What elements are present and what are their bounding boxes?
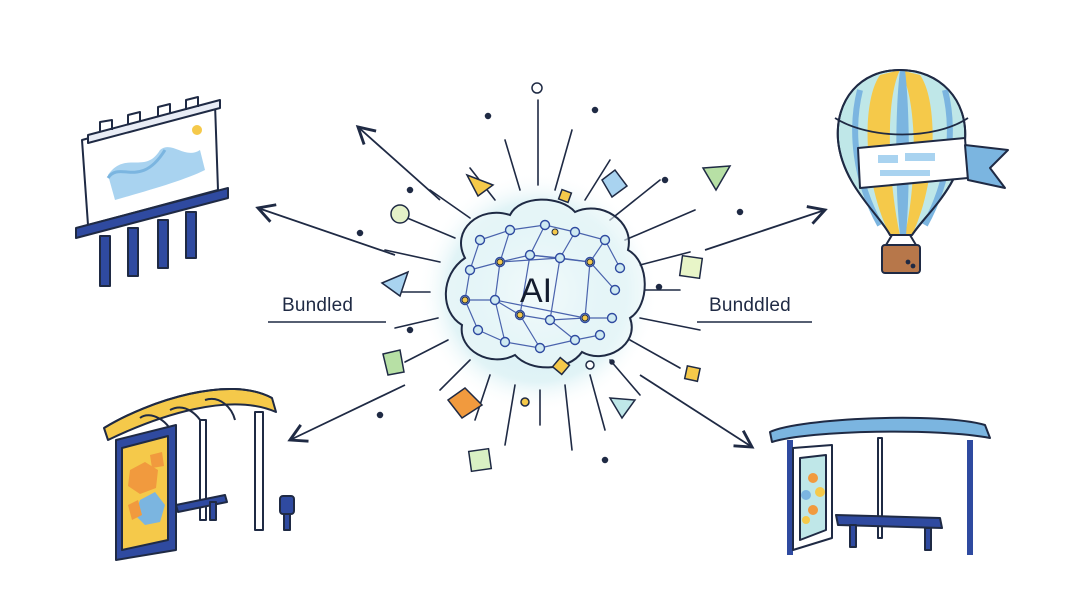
bundled-label-right: Bunddled: [709, 295, 791, 316]
arrow-down-left: [287, 384, 406, 443]
brain-network-icon: [444, 198, 646, 369]
floating-particles: [356, 82, 744, 473]
bus-shelter-yellow-icon: [103, 387, 295, 561]
bus-shelter-blue-icon: [769, 416, 991, 555]
arrows: [255, 125, 828, 449]
billboard-icon: [75, 96, 229, 287]
hot-air-balloon-icon: [834, 69, 1009, 274]
arrow-up-left: [355, 125, 441, 201]
arrow-left: [255, 203, 396, 256]
bundled-label-left: Bundled: [282, 295, 354, 316]
burst-rays: [384, 99, 701, 451]
arrow-right: [704, 205, 828, 251]
ai-hub-label: AI: [519, 272, 553, 310]
arrow-down-right: [639, 374, 755, 449]
